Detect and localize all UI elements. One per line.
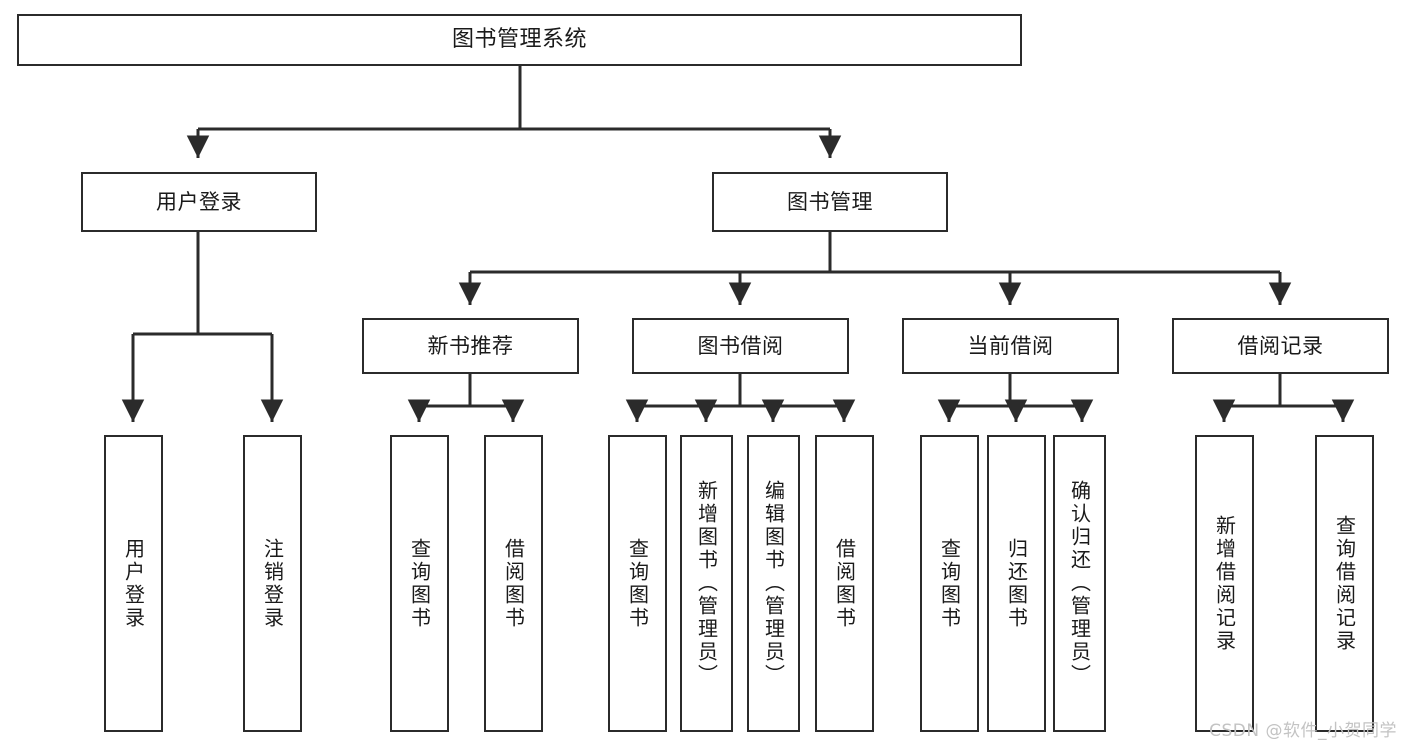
leaf-user-login-login[interactable]: 用户登录 bbox=[104, 435, 163, 732]
leaf-book-borrow-edit[interactable]: 编辑图书（管理员） bbox=[747, 435, 800, 732]
node-label: 图书管理系统 bbox=[451, 27, 587, 53]
node-label: 借阅图书 bbox=[832, 537, 857, 630]
leaf-book-borrow-add[interactable]: 新增图书（管理员） bbox=[680, 435, 733, 732]
node-label: 查询借阅记录 bbox=[1332, 514, 1357, 653]
leaf-user-login-logout[interactable]: 注销登录 bbox=[243, 435, 302, 732]
leaf-new-book-query[interactable]: 查询图书 bbox=[390, 435, 449, 732]
node-user-login[interactable]: 用户登录 bbox=[81, 172, 317, 232]
node-book-borrow[interactable]: 图书借阅 bbox=[632, 318, 849, 374]
node-book-management[interactable]: 图书管理 bbox=[712, 172, 948, 232]
watermark-text: CSDN @软件_小贺同学 bbox=[1209, 721, 1397, 741]
leaf-borrow-record-add[interactable]: 新增借阅记录 bbox=[1195, 435, 1254, 732]
leaf-book-borrow-query[interactable]: 查询图书 bbox=[608, 435, 667, 732]
leaf-current-borrow-query[interactable]: 查询图书 bbox=[920, 435, 979, 732]
leaf-book-borrow-borrow[interactable]: 借阅图书 bbox=[815, 435, 874, 732]
node-label: 新增图书（管理员） bbox=[694, 480, 719, 687]
node-label: 确认归还（管理员） bbox=[1067, 480, 1092, 687]
node-label: 用户登录 bbox=[156, 189, 242, 214]
leaf-new-book-borrow[interactable]: 借阅图书 bbox=[484, 435, 543, 732]
node-root-system[interactable]: 图书管理系统 bbox=[17, 14, 1022, 66]
node-label: 当前借阅 bbox=[967, 333, 1054, 358]
node-label: 编辑图书（管理员） bbox=[761, 480, 786, 687]
node-label: 借阅图书 bbox=[501, 537, 526, 630]
node-label: 查询图书 bbox=[407, 537, 432, 630]
leaf-current-borrow-confirm-return[interactable]: 确认归还（管理员） bbox=[1053, 435, 1106, 732]
node-label: 用户登录 bbox=[121, 537, 146, 630]
leaf-current-borrow-return[interactable]: 归还图书 bbox=[987, 435, 1046, 732]
node-label: 图书管理 bbox=[787, 189, 873, 214]
node-label: 查询图书 bbox=[937, 537, 962, 630]
node-new-book-recommend[interactable]: 新书推荐 bbox=[362, 318, 579, 374]
node-label: 查询图书 bbox=[625, 537, 650, 630]
node-label: 借阅记录 bbox=[1237, 333, 1324, 358]
node-label: 新书推荐 bbox=[427, 333, 514, 358]
node-label: 图书借阅 bbox=[697, 333, 784, 358]
node-label: 归还图书 bbox=[1004, 537, 1029, 630]
node-current-borrow[interactable]: 当前借阅 bbox=[902, 318, 1119, 374]
leaf-borrow-record-query[interactable]: 查询借阅记录 bbox=[1315, 435, 1374, 732]
node-label: 注销登录 bbox=[260, 537, 285, 630]
node-label: 新增借阅记录 bbox=[1212, 514, 1237, 653]
node-borrow-record[interactable]: 借阅记录 bbox=[1172, 318, 1389, 374]
